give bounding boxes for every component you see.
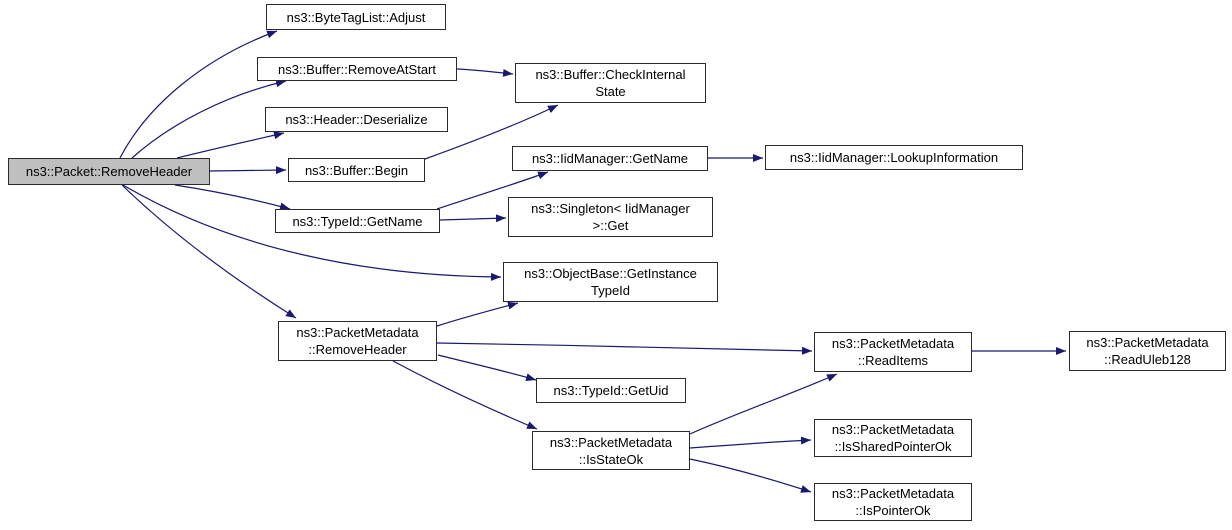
node-header-deserialize[interactable]: ns3::Header::Deserialize [265, 107, 448, 132]
node-bytetaglist-adjust[interactable]: ns3::ByteTagList::Adjust [266, 4, 446, 30]
node-label-line: ns3::Buffer::Begin [304, 162, 409, 178]
edge-packet-removeheader-to-bytetaglist-adjust [119, 30, 278, 159]
node-label-line: ::RemoveHeader [308, 342, 407, 357]
node-label-line: ns3::PacketMetadata [296, 325, 419, 340]
node-label-line: State [595, 84, 626, 99]
node-label-line: >::Get [592, 218, 629, 233]
edge-packetmetadata-removeheader-to-packetmetadata-readitems [436, 342, 813, 355]
edge-packet-removeheader-to-typeid-getname [174, 184, 291, 211]
node-label-line: ns3::Buffer::RemoveAtStart [278, 61, 436, 77]
node-objectbase-getinstancetypeid[interactable]: ns3::ObjectBase::GetInstance TypeId [503, 262, 718, 302]
node-iidmanager-getname[interactable]: ns3::IidManager::GetName [512, 146, 708, 171]
node-label-line: ::IsStateOk [578, 451, 644, 467]
node-label-line: ns3::PacketMetadata [831, 422, 955, 437]
node-packet-removeheader[interactable]: ns3::Packet::RemoveHeader [8, 158, 210, 185]
node-iidmanager-lookupinformation[interactable]: ns3::IidManager::LookupInformation [765, 145, 1023, 170]
node-singleton-iidmanager-get[interactable]: ns3::Singleton< IidManager >::Get [508, 197, 713, 237]
edge-packet-removeheader-to-header-deserialize [176, 131, 285, 159]
node-packetmetadata-readuleb128[interactable]: ns3::PacketMetadata ::ReadUleb128 [1069, 331, 1226, 371]
edge-packet-removeheader-to-objectbase-getinstancetypeid [122, 184, 502, 281]
node-buffer-checkinternalstate[interactable]: ns3::Buffer::CheckInternal State [515, 63, 706, 103]
node-label-line: ns3::IidManager::GetName [531, 151, 689, 166]
node-label-line: ns3::PacketMetadata [549, 434, 673, 450]
edge-packetmetadata-removeheader-to-packetmetadata-isstateok [392, 360, 538, 430]
node-label-line: ns3::ObjectBase::GetInstance [524, 266, 697, 281]
node-packetmetadata-readitems[interactable]: ns3::PacketMetadata ::ReadItems [814, 332, 972, 372]
node-label-line: ns3::Packet::RemoveHeader [25, 164, 193, 179]
edge-packet-removeheader-to-buffer-removeatstart [131, 79, 287, 159]
node-label-line: ns3::PacketMetadata [1086, 335, 1209, 350]
node-typeid-getuid[interactable]: ns3::TypeId::GetUid [536, 378, 686, 403]
node-label-line: TypeId [590, 283, 631, 298]
node-label-line: ::IsPointerOk [855, 503, 931, 518]
edge-packet-removeheader-to-packetmetadata-removeheader [121, 184, 297, 319]
node-packetmetadata-isstateok[interactable]: ns3::PacketMetadata ::IsStateOk [532, 431, 690, 470]
node-label-line: ns3::PacketMetadata [831, 486, 955, 501]
edge-packetmetadata-isstateok-to-packetmetadata-readitems [689, 373, 838, 435]
node-label-line: ns3::PacketMetadata [831, 336, 955, 351]
node-label-line: ns3::Header::Deserialize [285, 112, 428, 127]
node-packetmetadata-removeheader[interactable]: ns3::PacketMetadata ::RemoveHeader [278, 321, 437, 361]
node-label-line: ::ReadItems [857, 353, 929, 368]
node-label-line: ::ReadUleb128 [1104, 352, 1191, 367]
edge-packetmetadata-isstateok-to-packetmetadata-issharedpointerok [689, 436, 812, 449]
node-buffer-removeatstart[interactable]: ns3::Buffer::RemoveAtStart [257, 57, 457, 81]
node-label-line: ns3::IidManager::LookupInformation [789, 150, 999, 165]
node-label-line: ns3::TypeId::GetUid [553, 383, 669, 398]
node-packetmetadata-issharedpointerok[interactable]: ns3::PacketMetadata ::IsSharedPointerOk [814, 419, 972, 457]
node-packetmetadata-ispointerok[interactable]: ns3::PacketMetadata ::IsPointerOk [814, 483, 972, 521]
node-label-line: ns3::Singleton< IidManager [531, 201, 690, 216]
node-label-line: ns3::Buffer::CheckInternal [535, 67, 686, 82]
node-typeid-getname[interactable]: ns3::TypeId::GetName [275, 209, 440, 233]
edge-buffer-removeatstart-to-buffer-checkinternalstate [456, 68, 514, 77]
edge-typeid-getname-to-iidmanager-getname [436, 171, 549, 210]
edge-packetmetadata-removeheader-to-objectbase-getinstancetypeid [436, 301, 519, 327]
node-buffer-begin[interactable]: ns3::Buffer::Begin [288, 158, 425, 182]
edge-packet-removeheader-to-buffer-begin [209, 166, 287, 175]
node-label-line: ::IsSharedPointerOk [834, 439, 952, 454]
node-label-line: ns3::ByteTagList::Adjust [286, 9, 426, 25]
node-label-line: ns3::TypeId::GetName [292, 213, 423, 229]
edge-buffer-begin-to-buffer-checkinternalstate [424, 104, 559, 160]
edge-packetmetadata-removeheader-to-typeid-getuid [437, 354, 537, 382]
edge-typeid-getname-to-singleton-iidmanager-get [439, 214, 507, 223]
edge-packetmetadata-isstateok-to-packetmetadata-ispointerok [689, 458, 812, 493]
